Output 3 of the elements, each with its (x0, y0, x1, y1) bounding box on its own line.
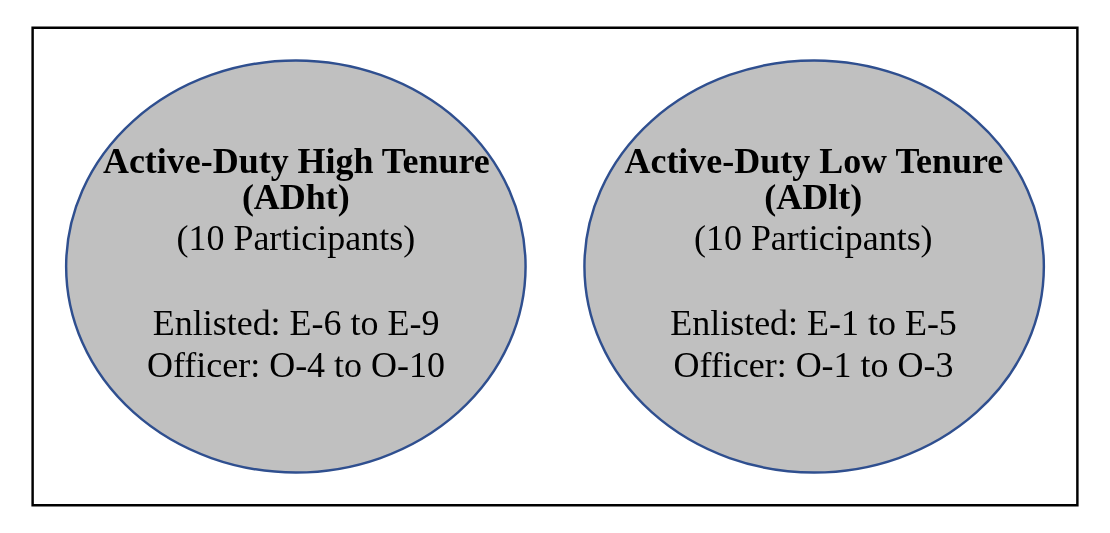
node-ellipse: Active-Duty High Tenure (ADht) (10 Participants) Enlisted: E-6 to E-9 Officer: O-4 to O-10 (64, 59, 527, 474)
node-ellipse: Active-Duty Low Tenure (ADlt) (10 Participants) Enlisted: E-1 to E-5 Officer: O-1 to O-3 (583, 59, 1046, 474)
cluster (31, 26, 1079, 507)
